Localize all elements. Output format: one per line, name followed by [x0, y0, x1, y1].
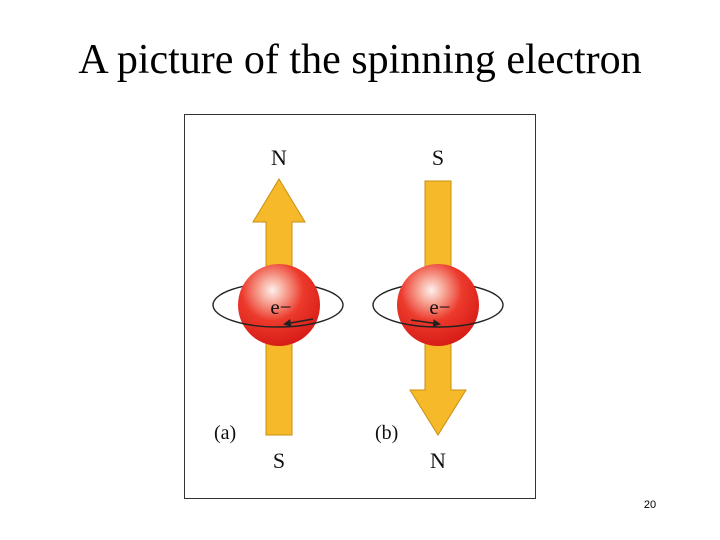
bottom-pole-label-b: N [430, 448, 446, 473]
panel-a: e− N S (a) [212, 145, 344, 473]
electron-label-b: e− [429, 295, 450, 319]
bottom-pole-label-a: S [273, 448, 285, 473]
orbit-arrow-b [410, 319, 441, 328]
slide-title: A picture of the spinning electron [78, 37, 642, 83]
panel-label-a: (a) [214, 422, 236, 444]
top-pole-label-a: N [271, 145, 287, 170]
panel-label-b: (b) [375, 422, 398, 444]
page-number: 20 [643, 499, 657, 511]
electron-label-a: e− [270, 295, 291, 319]
electron-spin-diagram: e− N S (a) e− S N (b) [212, 145, 504, 473]
orbit-front-a [212, 304, 344, 328]
panel-b: e− S N (b) [372, 145, 504, 473]
electron-spin-figure: e− N S (a) e− S N (b) [184, 114, 536, 499]
orbit-arrow-a [283, 318, 314, 327]
top-pole-label-b: S [432, 145, 444, 170]
